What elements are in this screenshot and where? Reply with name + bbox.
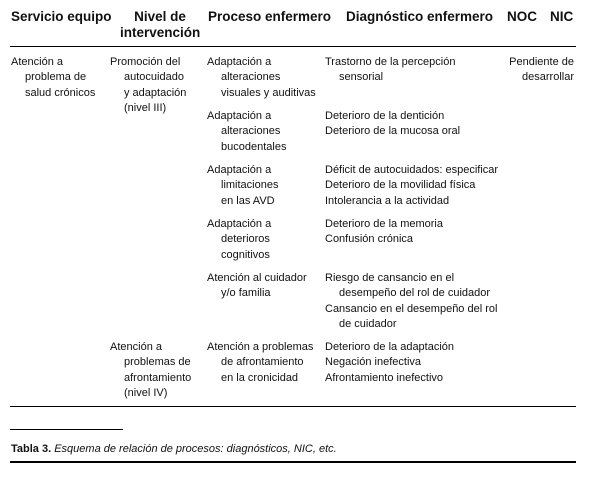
proceso-line: en las AVD — [221, 194, 275, 207]
nivel-line: afrontamiento — [124, 371, 192, 384]
diagnostico-item: Afrontamiento inefectivo — [325, 371, 454, 386]
nivel-line: (nivel III) — [124, 101, 167, 114]
nivel-cell-iii: Promoción del autocuidado y adaptación (… — [110, 55, 186, 116]
caption-text: Esquema de relación de procesos: diagnós… — [54, 443, 337, 455]
diagnostico-line: Cansancio en el desempeño del rol — [325, 302, 498, 315]
diagnostico-item: Cansancio en el desempeño del rol de cui… — [325, 302, 497, 333]
header-nivel-line1: Nivel de — [134, 9, 186, 24]
proceso-cell: Atención al cuidador y/o familia — [207, 271, 307, 302]
nivel-line: Promoción del — [110, 56, 181, 68]
diagnostico-item: Deterioro de la memoria — [325, 217, 443, 232]
diagnostico-line: Trastorno de la percepción — [325, 56, 456, 68]
diagnostico-item: Deterioro de la mucosa oral — [325, 124, 460, 139]
nivel-line: y adaptación — [124, 86, 187, 99]
diagnostico-line: Confusión crónica — [325, 233, 414, 246]
proceso-line: Atención al cuidador — [207, 272, 307, 284]
diagnostico-line: Deterioro de la memoria — [325, 218, 443, 230]
proceso-line: alteraciones — [221, 71, 281, 84]
proceso-line: visuales y auditivas — [221, 86, 316, 99]
diagnostico-item: Negación inefectiva — [325, 355, 454, 370]
header-nivel: Nivel de intervención — [120, 9, 200, 41]
servicio-cell: Atención a problema de salud crónicos — [11, 55, 95, 101]
proceso-line: bucodentales — [221, 140, 287, 153]
diagnostico-cell: Déficit de autocuidados: especificar Det… — [325, 163, 498, 209]
diagnostico-item: Riesgo de cansancio en el desempeño del … — [325, 271, 497, 302]
proceso-cell: Adaptación a deterioros cognitivos — [207, 217, 271, 263]
nivel-line: problemas de — [124, 356, 191, 369]
diagnostico-line: Riesgo de cansancio en el — [325, 272, 455, 284]
header-nic: NIC — [550, 9, 574, 24]
proceso-line: alteraciones — [221, 125, 281, 138]
noc-nic-line: Pendiente de — [509, 56, 574, 68]
diagnostico-item: Deterioro de la adaptación — [325, 340, 454, 355]
proceso-line: Adaptación a — [207, 110, 272, 122]
noc-nic-line: desarrollar — [522, 71, 574, 84]
proceso-line: deterioros — [221, 233, 270, 246]
diagnostico-line: Deterioro de la mucosa oral — [325, 125, 461, 138]
diagnostico-cell: Deterioro de la memoria Confusión crónic… — [325, 217, 443, 248]
proceso-line: limitaciones — [221, 179, 279, 192]
nivel-line: autocuidado — [124, 71, 184, 84]
diagnostico-item: Confusión crónica — [325, 232, 443, 247]
proceso-line: cognitivos — [221, 248, 270, 261]
proceso-line: Adaptación a — [207, 164, 272, 176]
caption-label: Tabla 3. — [11, 443, 52, 455]
proceso-cell: Atención a problemas de afrontamiento en… — [207, 340, 313, 386]
servicio-line: problema de — [25, 71, 87, 84]
diagnostico-item: Trastorno de la percepción sensorial — [325, 55, 455, 86]
proceso-line: de afrontamiento — [221, 356, 304, 369]
header-rule — [10, 46, 576, 47]
proceso-line: en la cronicidad — [221, 371, 299, 384]
diagnostico-line: Afrontamiento inefectivo — [325, 371, 444, 384]
diagnostico-line: Deterioro de la movilidad física — [325, 179, 476, 192]
nivel-line: (nivel IV) — [124, 386, 168, 399]
diagnostico-item: Déficit de autocuidados: especificar — [325, 163, 498, 178]
diagnostico-line: sensorial — [339, 71, 384, 84]
proceso-line: Atención a problemas — [207, 341, 314, 353]
proceso-line: Adaptación a — [207, 56, 272, 68]
diagnostico-line: Deterioro de la dentición — [325, 110, 445, 122]
diagnostico-cell: Trastorno de la percepción sensorial — [325, 55, 455, 86]
header-nivel-line2: intervención — [120, 25, 201, 40]
caption-short-rule — [10, 429, 123, 430]
proceso-cell: Adaptación a alteraciones bucodentales — [207, 109, 286, 155]
nivel-cell-iv: Atención a problemas de afrontamiento (n… — [110, 340, 191, 401]
noc-nic-cell: Pendiente de desarrollar — [490, 55, 574, 86]
table-bottom-rule — [10, 406, 576, 407]
header-proceso: Proceso enfermero — [208, 9, 332, 24]
diagnostico-cell: Deterioro de la dentición Deterioro de l… — [325, 109, 460, 140]
diagnostico-line: Déficit de autocuidados: especificar — [325, 164, 499, 176]
nivel-line: Atención a — [110, 341, 162, 353]
proceso-line: y/o familia — [221, 287, 271, 300]
diagnostico-line: Deterioro de la adaptación — [325, 341, 455, 353]
header-servicio: Servicio equipo — [11, 9, 112, 24]
diagnostico-line: Intolerancia a la actividad — [325, 194, 450, 207]
proceso-cell: Adaptación a alteraciones visuales y aud… — [207, 55, 316, 101]
proceso-line: Adaptación a — [207, 218, 272, 230]
servicio-line: Atención a — [11, 56, 63, 68]
header-noc: NOC — [507, 9, 537, 24]
header-diagnostico: Diagnóstico enfermero — [346, 9, 494, 24]
table-caption: Tabla 3. Esquema de relación de procesos… — [11, 443, 337, 455]
servicio-line: salud crónicos — [25, 86, 96, 99]
diagnostico-cell: Deterioro de la adaptación Negación inef… — [325, 340, 454, 386]
diagnostico-cell: Riesgo de cansancio en el desempeño del … — [325, 271, 497, 332]
diagnostico-item: Deterioro de la movilidad física — [325, 178, 498, 193]
caption-bottom-rule — [10, 461, 576, 463]
proceso-cell: Adaptación a limitaciones en las AVD — [207, 163, 278, 209]
diagnostico-item: Deterioro de la dentición — [325, 109, 460, 124]
diagnostico-line: desempeño del rol de cuidador — [339, 287, 491, 300]
diagnostico-line: Negación inefectiva — [325, 356, 422, 369]
diagnostico-line: de cuidador — [339, 317, 397, 330]
diagnostico-item: Intolerancia a la actividad — [325, 194, 498, 209]
